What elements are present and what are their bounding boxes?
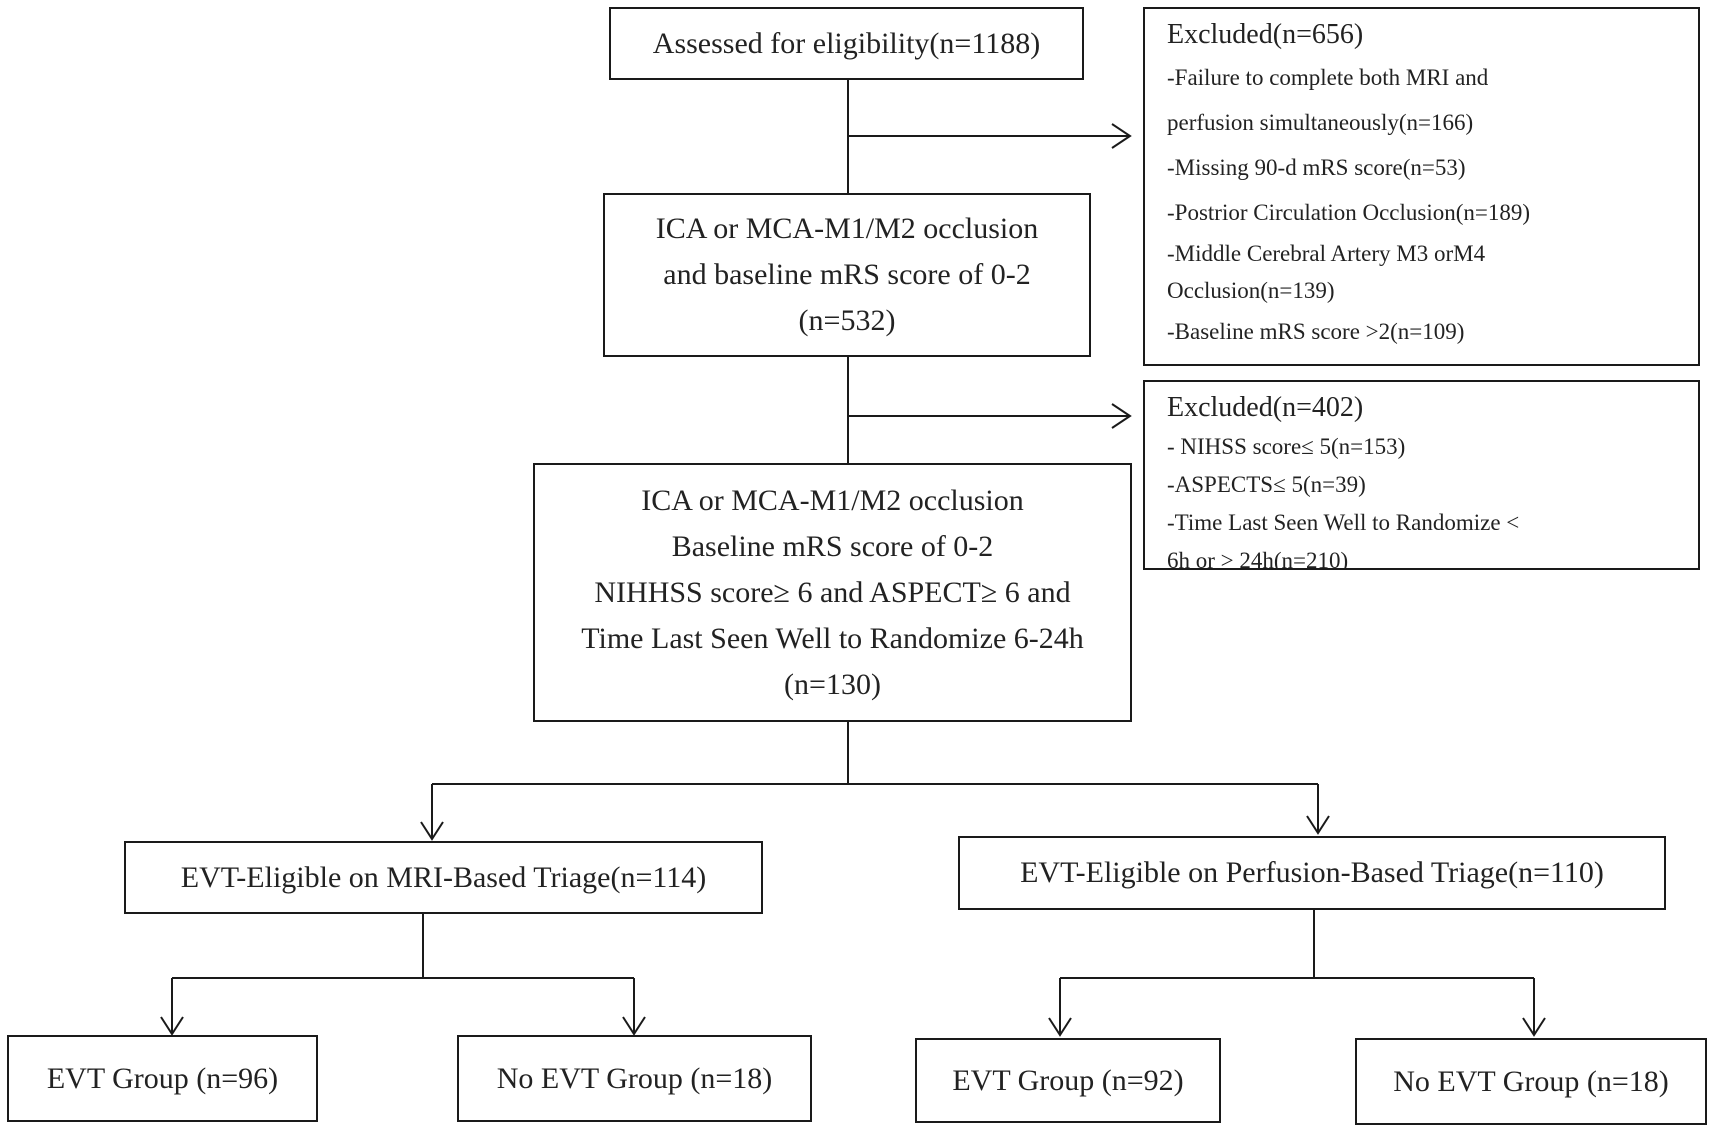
criteria-line: Time Last Seen Well to Randomize 6-24h <box>581 621 1084 655</box>
perfusion-triage-box: EVT-Eligible on Perfusion-Based Triage(n… <box>958 836 1666 910</box>
excluded-item: -ASPECTS≤ 5(n=39) <box>1167 472 1366 497</box>
excluded-item: -Baseline mRS score >2(n=109) <box>1167 319 1465 344</box>
arrowhead <box>622 1016 646 1036</box>
mri-triage-text: EVT-Eligible on MRI-Based Triage(n=114) <box>180 860 707 894</box>
occlusion-box: ICA or MCA-M1/M2 occlusion and baseline … <box>603 193 1091 357</box>
arrowhead <box>1048 1017 1072 1037</box>
mri-no-evt-group-box: No EVT Group (n=18) <box>457 1035 812 1122</box>
excluded-item: -Middle Cerebral Artery M3 orM4 <box>1167 241 1486 266</box>
excluded-box-1: Excluded(n=656) -Failure to complete bot… <box>1143 7 1700 366</box>
perfusion-evt-group-box: EVT Group (n=92) <box>915 1038 1221 1123</box>
arrowhead <box>420 821 444 841</box>
arrowhead <box>1111 403 1132 429</box>
excluded-title-1: Excluded(n=656) <box>1167 19 1364 50</box>
criteria-line: NIHHSS score≥ 6 and ASPECT≥ 6 and <box>594 575 1071 609</box>
excluded-item: Occlusion(n=139) <box>1167 278 1335 303</box>
assessed-box: Assessed for eligibility(n=1188) <box>609 7 1084 80</box>
arrowhead <box>160 1016 184 1036</box>
perfusion-triage-text: EVT-Eligible on Perfusion-Based Triage(n… <box>1020 856 1604 889</box>
perfusion-no-evt-group-text: No EVT Group (n=18) <box>1393 1064 1669 1098</box>
mri-evt-group-text: EVT Group (n=96) <box>46 1061 279 1095</box>
arrowhead <box>1111 123 1132 149</box>
mri-triage-box: EVT-Eligible on MRI-Based Triage(n=114) <box>124 841 763 914</box>
arrowhead <box>1306 815 1330 835</box>
excluded-item: 6h or > 24h(n=210) <box>1167 548 1349 570</box>
arrowhead <box>1522 1017 1546 1037</box>
perfusion-evt-group-text: EVT Group (n=92) <box>952 1063 1184 1097</box>
perfusion-no-evt-group-box: No EVT Group (n=18) <box>1355 1038 1707 1125</box>
excluded-item: perfusion simultaneously(n=166) <box>1167 110 1474 135</box>
criteria-line: Baseline mRS score of 0-2 <box>671 529 994 563</box>
criteria-line: (n=130) <box>784 667 881 701</box>
excluded-title-2: Excluded(n=402) <box>1167 392 1364 423</box>
excluded-item: -Postrior Circulation Occlusion(n=189) <box>1167 200 1531 225</box>
excluded-item: - NIHSS score≤ 5(n=153) <box>1167 434 1406 459</box>
excluded-item: -Missing 90-d mRS score(n=53) <box>1167 155 1466 180</box>
eligibility-criteria-box: ICA or MCA-M1/M2 occlusion Baseline mRS … <box>533 463 1132 722</box>
mri-evt-group-box: EVT Group (n=96) <box>7 1035 318 1122</box>
excluded-box-2: Excluded(n=402) - NIHSS score≤ 5(n=153) … <box>1143 380 1700 570</box>
assessed-text: Assessed for eligibility(n=1188) <box>652 26 1041 60</box>
occlusion-line: (n=532) <box>798 304 896 337</box>
mri-no-evt-group-text: No EVT Group (n=18) <box>496 1061 773 1095</box>
excluded-item: -Failure to complete both MRI and <box>1167 65 1489 90</box>
occlusion-line: ICA or MCA-M1/M2 occlusion <box>655 212 1039 245</box>
occlusion-line: and baseline mRS score of 0-2 <box>663 258 1031 291</box>
criteria-line: ICA or MCA-M1/M2 occlusion <box>641 483 1024 517</box>
excluded-item: -Time Last Seen Well to Randomize < <box>1167 510 1520 535</box>
